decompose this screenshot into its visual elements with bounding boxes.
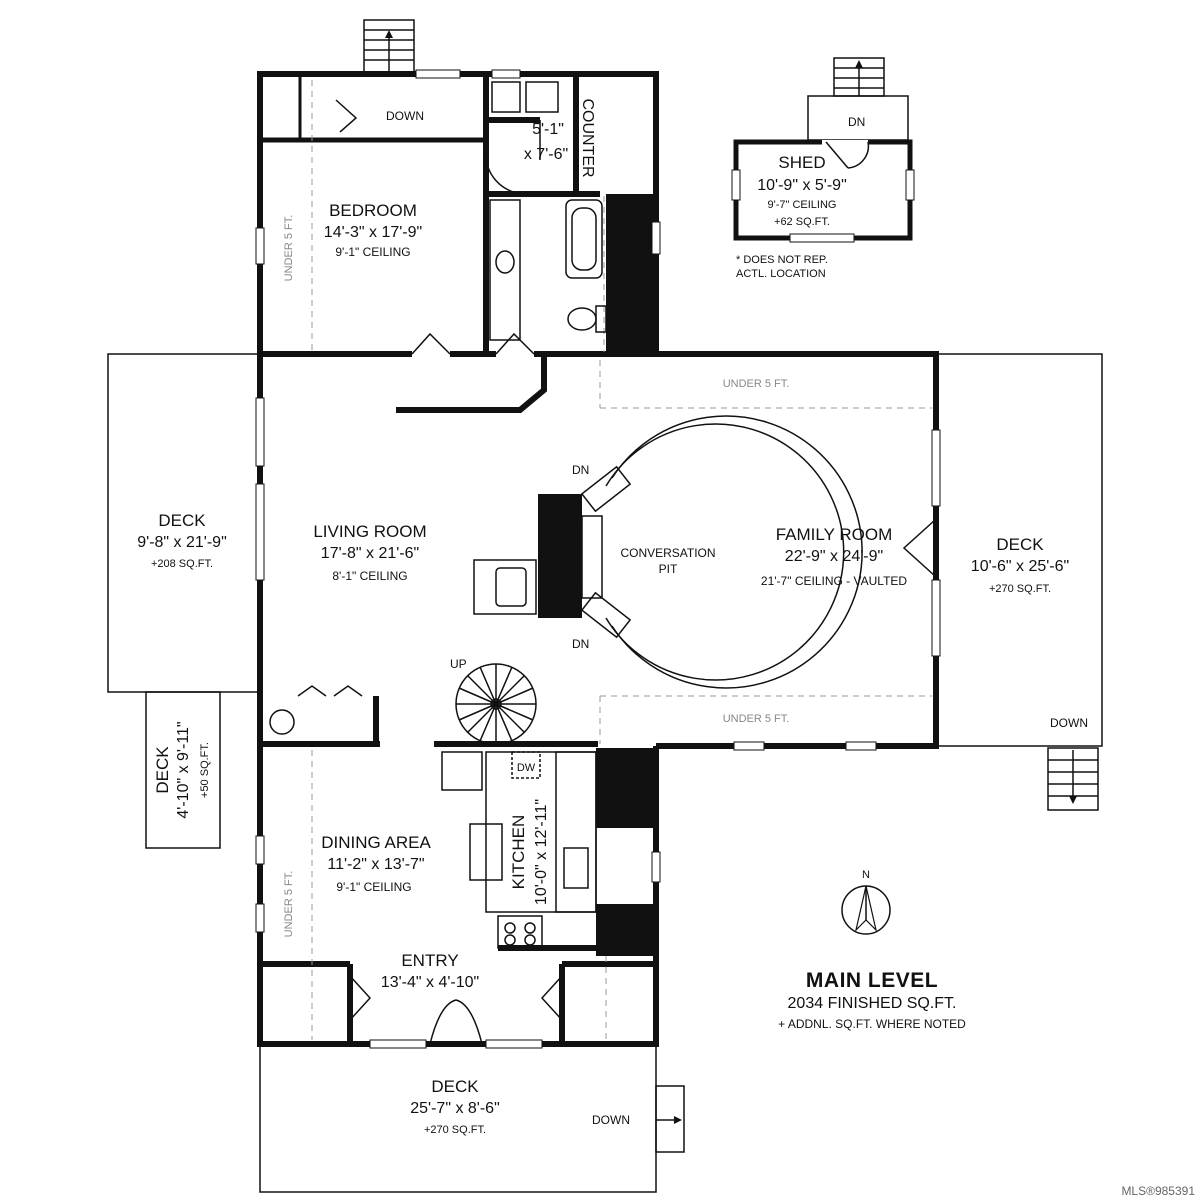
dining-ceiling: 9'-1" CEILING	[336, 880, 411, 894]
family-under5-bottom: UNDER 5 FT.	[723, 713, 790, 725]
deck-south-name: DECK	[431, 1077, 479, 1096]
entry-dims: 13'-4" x 4'-10"	[381, 974, 479, 991]
deck-east-down-label: DOWN	[1050, 716, 1088, 730]
shed-ceiling: 9'-7" CEILING	[768, 199, 837, 211]
stair-up-label: UP	[450, 657, 467, 671]
living-name: LIVING ROOM	[313, 522, 426, 541]
deck-west-area: +208 SQ.FT.	[151, 558, 213, 570]
summary-title: MAIN LEVEL	[806, 969, 938, 992]
stairs	[363, 19, 1099, 1124]
dining-dims: 11'-2" x 13'-7"	[327, 856, 424, 873]
deck-small-dims: 4'-10" x 9'-11"	[175, 721, 192, 818]
pit-dn-top: DN	[572, 463, 589, 477]
doors	[297, 99, 936, 1045]
exterior-walls	[257, 71, 939, 1047]
deck-south-dims: 25'-7" x 8'-6"	[410, 1100, 500, 1117]
kitchen-dims: 10'-0" x 12'-11"	[533, 799, 550, 905]
shed-name: SHED	[778, 153, 825, 172]
pit-name-2: PIT	[659, 562, 678, 576]
family-ceiling: 21'-7" CEILING - VAULTED	[761, 574, 907, 588]
pit-dn-bottom: DN	[572, 637, 589, 651]
deck-small-name: DECK	[153, 746, 172, 794]
deck-south-area: +270 SQ.FT.	[424, 1124, 486, 1136]
dining-name: DINING AREA	[321, 833, 431, 852]
bedroom-ceiling: 9'-1" CEILING	[335, 245, 410, 259]
living-ceiling: 8'-1" CEILING	[332, 569, 407, 583]
shed-note-2: ACTL. LOCATION	[736, 268, 826, 280]
bath-dims-1: 5'-1"	[532, 121, 564, 138]
deck-east-area: +270 SQ.FT.	[989, 583, 1051, 595]
fixtures	[269, 81, 863, 949]
counter-label: COUNTER	[579, 98, 596, 177]
family-under5-top: UNDER 5 FT.	[723, 378, 790, 390]
family-dims: 22'-9" x 24'-9"	[785, 548, 883, 565]
summary-finished: 2034 FINISHED SQ.FT.	[788, 995, 957, 1012]
bedroom-down-label: DOWN	[386, 109, 424, 123]
deck-east-dims: 10'-6" x 25'-6"	[971, 558, 1069, 575]
living-dims: 17'-8" x 21'-6"	[321, 545, 419, 562]
summary-additional: + ADDNL. SQ.FT. WHERE NOTED	[778, 1017, 966, 1031]
dining-under5-label: UNDER 5 FT.	[283, 871, 295, 938]
mls-number: MLS®985391	[1121, 1184, 1195, 1198]
north-label: N	[862, 869, 870, 881]
bedroom-under5-label: UNDER 5 FT.	[283, 215, 295, 282]
deck-south-down-label: DOWN	[592, 1113, 630, 1127]
family-name: FAMILY ROOM	[776, 525, 893, 544]
north-compass	[841, 885, 891, 935]
deck-outlines	[107, 353, 1103, 1193]
pit-name-1: CONVERSATION	[620, 546, 715, 560]
shed-note-1: * DOES NOT REP.	[736, 254, 828, 266]
under-5ft-lines	[311, 80, 932, 1040]
deck-east-name: DECK	[996, 535, 1044, 554]
dishwasher-label: DW	[517, 762, 536, 774]
windows	[255, 69, 941, 1049]
deck-small-area: +50 SQ.FT.	[199, 742, 211, 798]
deck-west-name: DECK	[158, 511, 206, 530]
shed-area: +62 SQ.FT.	[774, 216, 830, 228]
deck-west-dims: 9'-8" x 21'-9"	[137, 534, 227, 551]
shed-dims: 10'-9" x 5'-9"	[757, 177, 847, 194]
bedroom-dims: 14'-3" x 17'-9"	[324, 224, 422, 241]
bath-dims-2: x 7'-6"	[524, 146, 568, 163]
entry-name: ENTRY	[401, 951, 458, 970]
solid-masonry	[538, 194, 656, 956]
bedroom-name: BEDROOM	[329, 201, 417, 220]
shed-dn-label: DN	[848, 115, 865, 129]
kitchen-name: KITCHEN	[509, 815, 528, 890]
